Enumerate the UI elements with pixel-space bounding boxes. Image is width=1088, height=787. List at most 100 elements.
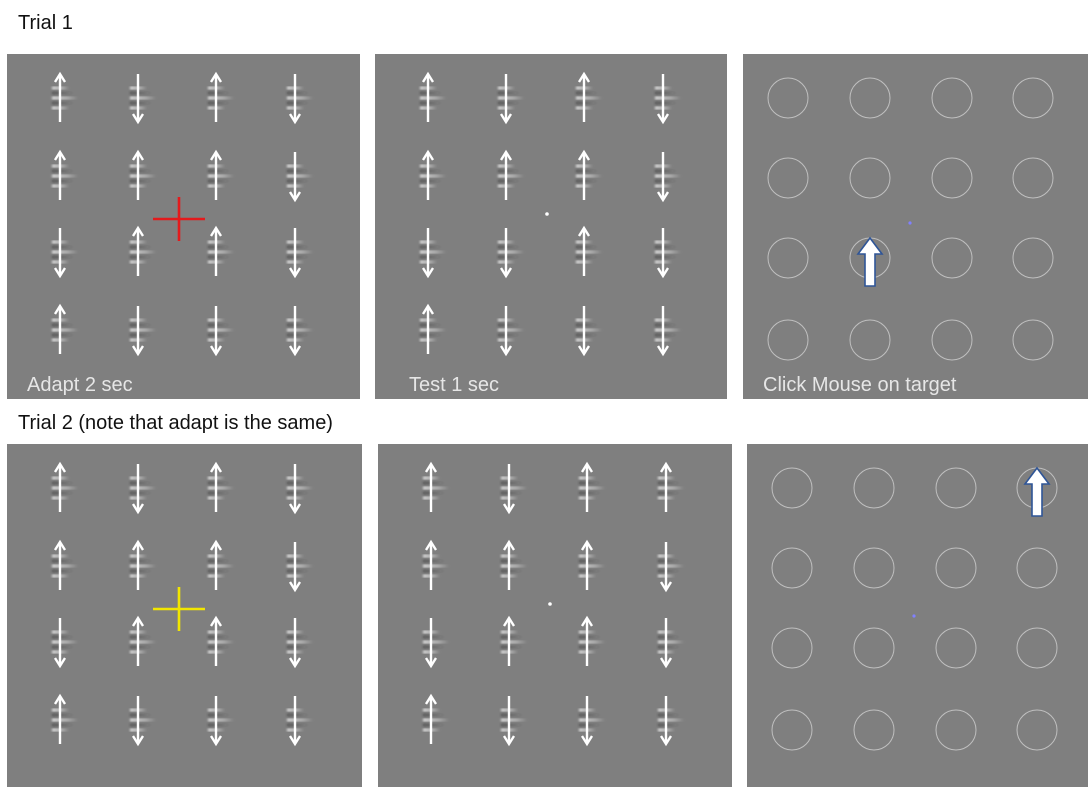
fixation-cross-icon [153,197,205,241]
target-location-circle[interactable] [854,468,894,508]
down-arrow-icon [658,696,684,744]
down-arrow-icon [658,618,684,666]
up-arrow-icon [501,542,527,590]
up-arrow-icon [130,152,156,200]
target-location-circle[interactable] [768,320,808,360]
down-arrow-icon [423,618,449,666]
trial-1-test-panel: Test 1 sec [375,54,727,399]
target-location-circle[interactable] [1017,548,1057,588]
up-arrow-icon [579,464,605,512]
up-arrow-icon [52,464,78,512]
down-arrow-icon [287,542,313,590]
down-arrow-icon [287,306,313,354]
fixation-dot [912,614,915,617]
target-location-circle[interactable] [1013,320,1053,360]
target-location-circle[interactable] [768,158,808,198]
trial-2-response-panel [747,444,1088,787]
up-arrow-icon [52,152,78,200]
trial-1-response-caption: Click Mouse on target [763,374,956,397]
down-arrow-icon [498,74,524,122]
target-location-circle[interactable] [1017,628,1057,668]
target-location-circle[interactable] [772,628,812,668]
up-arrow-icon [52,696,78,744]
trial-1-adapt-stimulus [7,54,360,399]
up-arrow-icon [420,152,446,200]
down-arrow-icon [52,228,78,276]
up-arrow-icon [423,696,449,744]
up-arrow-icon [501,618,527,666]
down-arrow-icon [655,152,681,200]
target-location-circle[interactable] [932,78,972,118]
fixation-dot [548,602,552,606]
target-location-circle[interactable] [772,710,812,750]
up-arrow-icon [130,542,156,590]
down-arrow-icon [501,696,527,744]
target-location-circle[interactable] [1013,78,1053,118]
target-location-circle[interactable] [854,548,894,588]
target-location-circle[interactable] [850,158,890,198]
down-arrow-icon [579,696,605,744]
fixation-cross-icon [153,587,205,631]
target-location-circle[interactable] [936,710,976,750]
up-arrow-icon [576,228,602,276]
down-arrow-icon [130,464,156,512]
trial-1-response-grid [743,54,1088,399]
down-arrow-icon [658,542,684,590]
down-arrow-icon [287,74,313,122]
down-arrow-icon [655,228,681,276]
up-arrow-icon [130,618,156,666]
down-arrow-icon [208,696,234,744]
down-arrow-icon [501,464,527,512]
down-arrow-icon [130,306,156,354]
trial-2-test-stimulus [378,444,732,787]
target-location-circle[interactable] [850,78,890,118]
down-arrow-icon [287,696,313,744]
down-arrow-icon [52,618,78,666]
down-arrow-icon [498,306,524,354]
trial-2-adapt-stimulus [7,444,362,787]
target-location-circle[interactable] [850,320,890,360]
down-arrow-icon [287,228,313,276]
target-location-circle[interactable] [932,238,972,278]
target-location-circle[interactable] [1013,158,1053,198]
up-arrow-icon [52,306,78,354]
up-arrow-icon [52,74,78,122]
up-arrow-icon [208,542,234,590]
down-arrow-icon [287,618,313,666]
target-location-circle[interactable] [1017,710,1057,750]
up-arrow-icon [208,618,234,666]
trial-1-test-stimulus [375,54,727,399]
down-arrow-icon [420,228,446,276]
target-location-circle[interactable] [854,628,894,668]
down-arrow-icon [130,696,156,744]
response-arrow-icon [1025,468,1049,516]
target-location-circle[interactable] [768,238,808,278]
up-arrow-icon [208,464,234,512]
fixation-dot [545,212,549,216]
trial-2-response-grid [747,444,1088,787]
up-arrow-icon [576,74,602,122]
up-arrow-icon [423,464,449,512]
target-location-circle[interactable] [854,710,894,750]
trial-2-heading: Trial 2 (note that adapt is the same) [18,412,333,435]
trial-1-adapt-panel: Adapt 2 sec [7,54,360,399]
target-location-circle[interactable] [1013,238,1053,278]
target-location-circle[interactable] [768,78,808,118]
fixation-dot [908,221,911,224]
down-arrow-icon [498,228,524,276]
up-arrow-icon [420,306,446,354]
down-arrow-icon [208,306,234,354]
target-location-circle[interactable] [772,548,812,588]
target-location-circle[interactable] [932,320,972,360]
up-arrow-icon [658,464,684,512]
target-location-circle[interactable] [772,468,812,508]
response-arrow-icon [858,238,882,286]
up-arrow-icon [423,542,449,590]
up-arrow-icon [130,228,156,276]
target-location-circle[interactable] [932,158,972,198]
target-location-circle[interactable] [936,628,976,668]
down-arrow-icon [287,152,313,200]
up-arrow-icon [498,152,524,200]
target-location-circle[interactable] [936,468,976,508]
target-location-circle[interactable] [936,548,976,588]
